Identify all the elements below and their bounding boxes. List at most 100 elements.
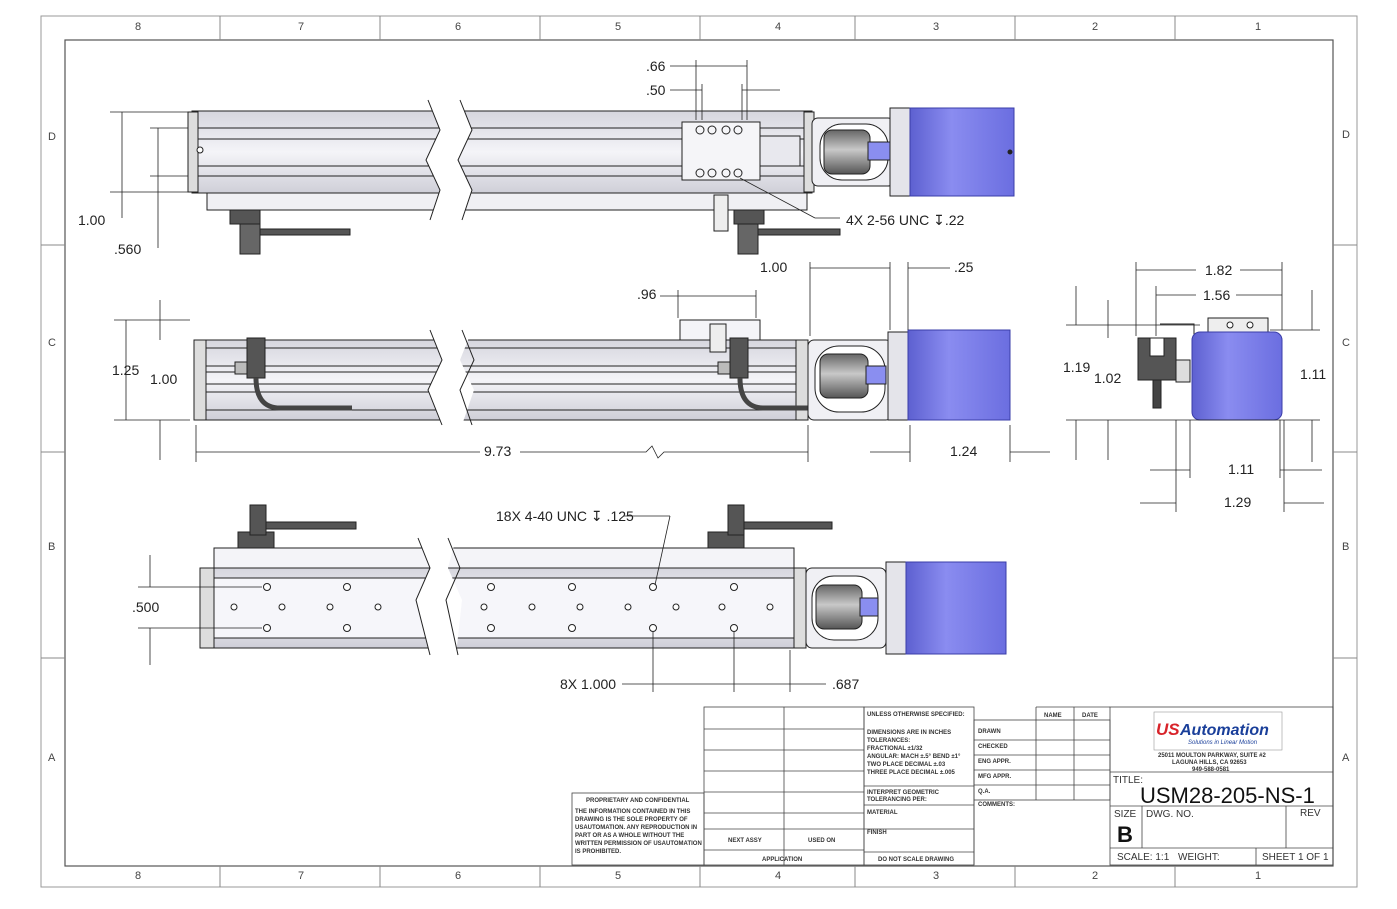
zone-labels-side: D C B A D C B A <box>48 129 1350 764</box>
dim-end-156: 1.56 <box>1203 287 1230 303</box>
tb-address-3: 949-588-0581 <box>1192 767 1230 773</box>
tb-name-hdr: NAME <box>1044 713 1062 719</box>
tb-prop-lines: THE INFORMATION CONTAINED IN THIS DRAWIN… <box>575 809 702 855</box>
dim-bottom-687: .687 <box>832 676 859 692</box>
dim-end-111b: 1.11 <box>1228 461 1254 477</box>
tb-application: APPLICATION <box>762 857 802 863</box>
tb-spec-line: TOLERANCES: <box>867 738 910 744</box>
dim-bottom-500: .500 <box>132 599 159 615</box>
top-view-dims <box>110 60 840 248</box>
tb-next-assy: NEXT ASSY <box>728 838 762 844</box>
dim-top-100: 1.00 <box>78 212 105 228</box>
dim-end-119: 1.19 <box>1063 359 1090 375</box>
zone-row-b: B <box>48 541 55 553</box>
top-carriage <box>681 121 761 181</box>
zone-col-7: 7 <box>298 21 304 33</box>
top-motor <box>909 107 1015 197</box>
dim-top-066: .66 <box>646 58 666 74</box>
dim-end-102: 1.02 <box>1094 370 1121 386</box>
tb-rev-label: REV <box>1300 808 1321 819</box>
zone-row-b-r: B <box>1342 541 1349 553</box>
tb-interpret-1: INTERPRET GEOMETRIC <box>867 790 940 796</box>
tb-interpret-2: TOLERANCING PER: <box>867 797 927 803</box>
tb-spec-line: DIMENSIONS ARE IN INCHES <box>867 730 951 736</box>
tb-row-qa: Q.A. <box>978 789 991 795</box>
tb-weight: WEIGHT: <box>1178 852 1220 863</box>
tb-prop-line: IS PROHIBITED. <box>575 849 621 855</box>
dim-end-182: 1.82 <box>1205 262 1232 278</box>
title-block <box>571 706 1334 866</box>
tb-finish: FINISH <box>867 830 887 836</box>
tb-size-label: SIZE <box>1114 809 1137 820</box>
zone-col-8-b: 8 <box>135 870 141 882</box>
zone-col-4: 4 <box>775 21 781 33</box>
end-view <box>1137 317 1283 421</box>
note-top-tap: 4X 2-56 UNC ↧.22 <box>846 212 965 228</box>
tb-size: B <box>1117 822 1133 847</box>
tb-row-comments: COMMENTS: <box>978 802 1015 808</box>
zone-col-7-b: 7 <box>298 870 304 882</box>
bottom-motor <box>905 561 1007 655</box>
dim-end-111r: 1.11 <box>1300 366 1326 382</box>
dim-top-560: .560 <box>114 241 141 257</box>
tb-prop-line: THE INFORMATION CONTAINED IN THIS <box>575 809 690 815</box>
zone-labels-bottom: 8 7 6 5 4 3 2 1 <box>135 870 1261 882</box>
zone-row-d-r: D <box>1342 129 1350 141</box>
dim-bottom-8x: 8X 1.000 <box>560 676 616 692</box>
zone-ticks <box>41 16 1357 887</box>
tb-address-2: LAGUNA HILLS, CA 92653 <box>1172 760 1247 766</box>
tb-spec-line: TWO PLACE DECIMAL ±.03 <box>867 762 946 768</box>
zone-col-4-b: 4 <box>775 870 781 882</box>
zone-col-2-b: 2 <box>1092 870 1098 882</box>
zone-row-c-r: C <box>1342 337 1350 349</box>
tb-prop-line: WRITTEN PERMISSION OF USAUTOMATION <box>575 841 702 847</box>
dim-side-100b: 1.00 <box>150 371 177 387</box>
tb-prop-line: USAUTOMATION. ANY REPRODUCTION IN <box>575 825 697 831</box>
tb-prop-title: PROPRIETARY AND CONFIDENTIAL <box>586 798 690 804</box>
zone-labels-top: 8 7 6 5 4 3 2 1 <box>135 21 1261 33</box>
zone-col-8: 8 <box>135 21 141 33</box>
bottom-view <box>199 504 1007 656</box>
zone-row-d: D <box>48 131 56 143</box>
zone-col-6: 6 <box>455 21 461 33</box>
tb-prop-line: PART OR AS A WHOLE WITHOUT THE <box>575 833 684 839</box>
tb-address-1: 25011 MOULTON PARKWAY, SUITE #2 <box>1158 753 1266 759</box>
logo-automation: Automation <box>1179 722 1269 739</box>
tb-row-eng: ENG APPR. <box>978 759 1011 765</box>
end-view-dims <box>1066 262 1324 512</box>
tb-sheet: SHEET 1 OF 1 <box>1262 852 1329 863</box>
side-view-dims <box>114 262 1050 462</box>
tb-row-drawn: DRAWN <box>978 729 1001 735</box>
zone-col-2: 2 <box>1092 21 1098 33</box>
tb-row-mfg: MFG APPR. <box>978 774 1011 780</box>
dim-end-129: 1.29 <box>1224 494 1251 510</box>
logo-tagline: Solutions in Linear Motion <box>1188 740 1258 746</box>
zone-col-6-b: 6 <box>455 870 461 882</box>
tb-dwg-label: DWG. NO. <box>1146 809 1194 820</box>
dim-top-050: .50 <box>646 82 666 98</box>
tb-unless: UNLESS OTHERWISE SPECIFIED: <box>867 712 965 718</box>
tb-date-hdr: DATE <box>1082 713 1098 719</box>
dim-side-096: .96 <box>637 286 657 302</box>
dim-side-973: 9.73 <box>484 443 511 459</box>
tb-spec-line: FRACTIONAL ±1/32 <box>867 746 923 752</box>
zone-row-a-r: A <box>1342 752 1350 764</box>
dim-side-125: 1.25 <box>112 362 139 378</box>
bottom-view-dims <box>138 515 826 692</box>
tb-material: MATERIAL <box>867 810 898 816</box>
logo-us: US <box>1156 720 1180 739</box>
tb-title-label: TITLE: <box>1113 775 1143 786</box>
drawing-title: USM28-205-NS-1 <box>1140 783 1315 808</box>
zone-col-3-b: 3 <box>933 870 939 882</box>
dim-side-025: .25 <box>954 259 974 275</box>
zone-col-5-b: 5 <box>615 870 621 882</box>
tb-spec-line: ANGULAR: MACH ±.5° BEND ±1° <box>867 754 961 760</box>
end-motor-face <box>1191 331 1283 421</box>
tb-used-on: USED ON <box>808 838 835 844</box>
dim-side-124: 1.24 <box>950 443 977 459</box>
side-view <box>193 319 1011 426</box>
bottom-mount-holes <box>230 583 774 632</box>
note-bottom-tap: 18X 4-40 UNC ↧ .125 <box>496 508 634 524</box>
top-view <box>187 99 1015 255</box>
